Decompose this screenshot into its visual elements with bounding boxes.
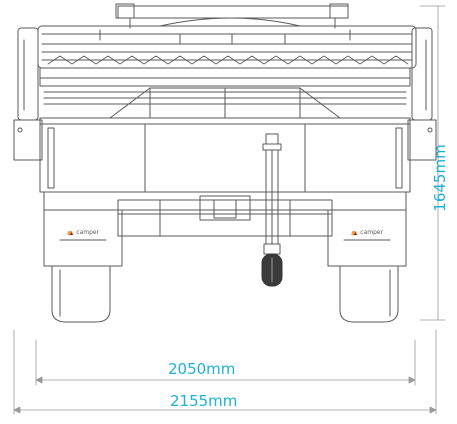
dimension-height: 1645mm <box>431 144 449 212</box>
tent-canopy <box>37 17 417 69</box>
side-frame <box>13 27 437 161</box>
mudflap-logo-left: ⛺ camper <box>67 229 100 236</box>
upper-rails <box>39 67 411 119</box>
jockey-wheel <box>261 133 283 287</box>
mudflaps: ⛺ camper ⛺ camper <box>43 209 407 267</box>
dimension-width-inner: 2050mm <box>168 360 236 378</box>
dimension-lines <box>13 5 446 415</box>
roof-rack <box>115 3 349 29</box>
trailer-body <box>39 117 411 193</box>
mudflap-logo-right: ⛺ camper <box>351 229 384 236</box>
wheels <box>51 265 399 323</box>
chassis <box>43 191 407 237</box>
dimension-width-outer: 2155mm <box>170 392 238 410</box>
